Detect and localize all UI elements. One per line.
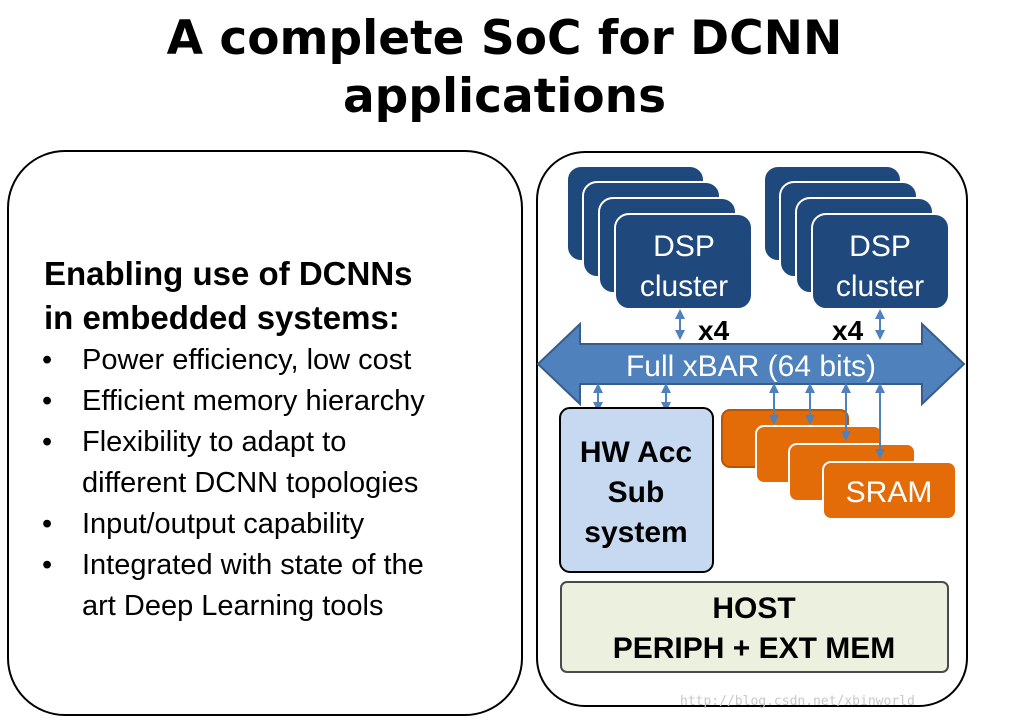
bullet-item: • Input/output capability bbox=[42, 504, 512, 545]
panel-heading-line-1: Enabling use of DCNNs bbox=[44, 255, 413, 292]
bullet-dot: • bbox=[42, 426, 53, 458]
dsp-left-multiplier: x4 bbox=[698, 315, 730, 346]
xbar-double-arrow bbox=[536, 321, 966, 407]
hw-acc-subsystem-block bbox=[559, 407, 714, 573]
bullet-text: Power efficiency, low cost bbox=[82, 344, 412, 376]
feature-bullet-list: • Power efficiency, low cost • Efficient… bbox=[42, 340, 512, 627]
title-line-2: applications bbox=[342, 69, 667, 124]
host-label-line-2: PERIPH + EXT MEM bbox=[613, 632, 896, 665]
dsp-label-line-2: cluster bbox=[836, 270, 924, 303]
panel-heading-line-2: in embedded systems: bbox=[44, 299, 400, 336]
host-periph-block bbox=[560, 581, 949, 673]
bullet-text: Flexibility to adapt to bbox=[82, 426, 347, 458]
bullet-item: • Power efficiency, low cost bbox=[42, 340, 512, 381]
xbar-label: Full xBAR (64 bits) bbox=[626, 350, 876, 383]
bullet-text: Input/output capability bbox=[82, 508, 365, 540]
bullet-dot: • bbox=[42, 344, 53, 376]
hw-acc-label-line-1: HW Acc bbox=[580, 436, 692, 469]
panel-heading: Enabling use of DCNNs in embedded system… bbox=[44, 252, 514, 340]
dsp-cluster-stack-left: DSP cluster bbox=[566, 165, 753, 310]
bullet-item: • Efficient memory hierarchy bbox=[42, 381, 512, 422]
host-label-line-1: HOST bbox=[712, 592, 795, 625]
bullet-dot: • bbox=[42, 385, 53, 417]
bullet-dot: • bbox=[42, 508, 53, 540]
dsp-right-multiplier: x4 bbox=[832, 315, 864, 346]
sram-label: SRAM bbox=[846, 476, 933, 509]
bullet-dot: • bbox=[42, 549, 53, 581]
title-line-1: A complete SoC for DCNN bbox=[166, 11, 843, 66]
bullet-item: • Integrated with state of the art Deep … bbox=[42, 545, 512, 627]
bullet-text-continued: art Deep Learning tools bbox=[82, 590, 384, 622]
bullet-text-continued: different DCNN topologies bbox=[82, 467, 419, 499]
hw-acc-label-line-2: Sub bbox=[608, 476, 665, 509]
slide-title: A complete SoC for DCNN applications bbox=[0, 10, 1009, 126]
dsp-label-line-1: DSP bbox=[849, 230, 911, 263]
watermark: http://blog.csdn.net/xbinworld bbox=[680, 694, 915, 709]
dsp-label-line-1: DSP bbox=[653, 230, 715, 263]
hw-acc-label-line-3: system bbox=[584, 516, 687, 549]
left-text-panel bbox=[7, 150, 523, 716]
dsp-label-line-2: cluster bbox=[640, 270, 728, 303]
bullet-item: • Flexibility to adapt to different DCNN… bbox=[42, 422, 512, 504]
bullet-text: Integrated with state of the bbox=[82, 549, 424, 581]
sram-card-front bbox=[822, 461, 957, 520]
dsp-cluster-stack-right: DSP cluster bbox=[763, 165, 950, 310]
bullet-text: Efficient memory hierarchy bbox=[82, 385, 425, 417]
